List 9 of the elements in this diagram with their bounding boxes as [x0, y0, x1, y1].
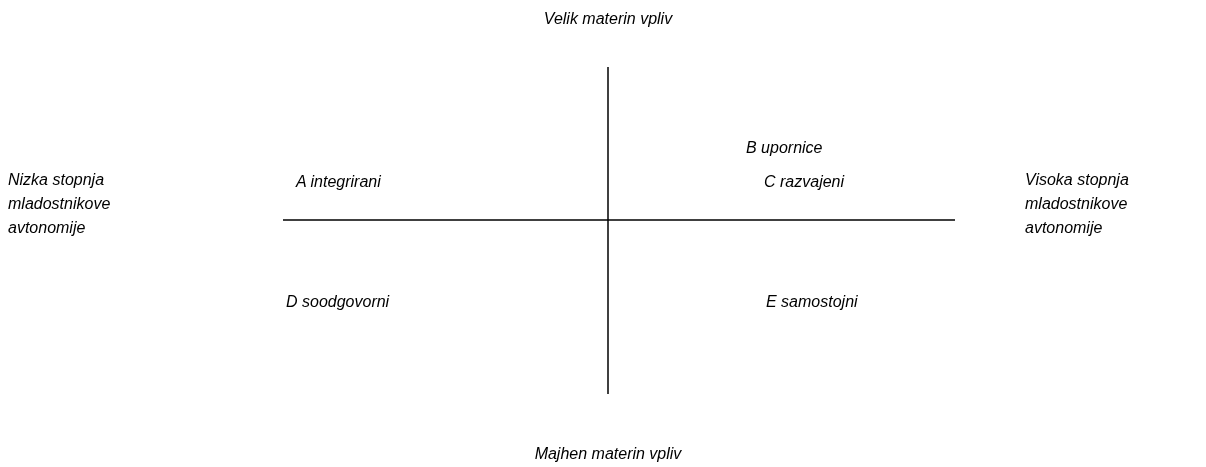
quadrant-label: B upornice — [746, 138, 823, 158]
axis-label: Majhen materin vpliv — [534, 444, 682, 464]
quadrant-label: D soodgovorni — [286, 292, 390, 312]
quadrant-label: A integrirani — [296, 172, 381, 192]
quadrant-label: C razvajeni — [764, 172, 845, 192]
quadrant-label: E samostojni — [766, 292, 858, 312]
axis-label: Velik materin vpliv — [543, 9, 673, 29]
axis-label: Visoka stopnja mladostnikove avtonomije — [1025, 170, 1130, 238]
axis-label: Nizka stopnja mladostnikove avtonomije — [8, 170, 112, 238]
